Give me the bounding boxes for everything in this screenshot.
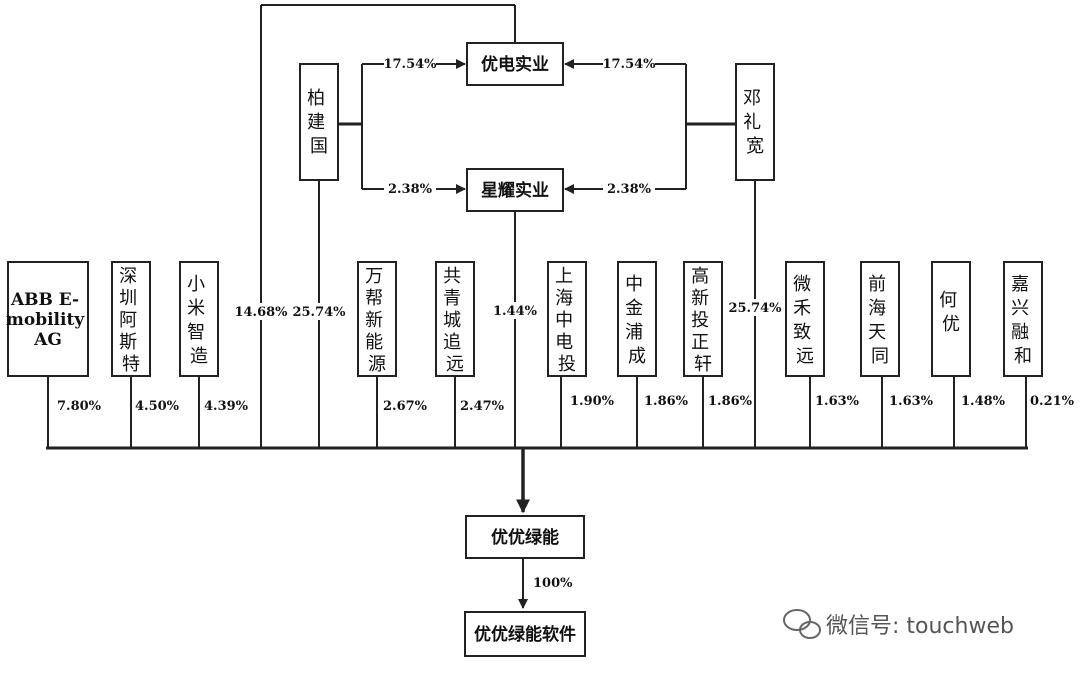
youdian-link-line xyxy=(260,4,516,448)
jiaxing-label: 嘉 兴 融 和 xyxy=(1011,274,1035,367)
wechat-icon xyxy=(783,609,821,639)
abb-pct: 7.80% xyxy=(57,399,102,414)
youdian-node: 优电实业 xyxy=(466,42,564,86)
weihe-label: 微 禾 致 远 xyxy=(793,274,817,367)
heyou-label: 何 优 xyxy=(939,290,963,335)
gaoxin-pct: 1.86% xyxy=(708,394,753,409)
deng-youdian-pct: 17.54% xyxy=(602,57,656,72)
deng-likuan-node: 邓 礼 宽 xyxy=(735,63,775,181)
shenzhen-node: 深 圳 阿 斯 特 xyxy=(111,261,151,377)
watermark-text: 微信号: touchweb xyxy=(826,614,1014,639)
gongqing-node: 共 青 城 追 远 xyxy=(435,261,475,377)
jiaxing-pct: 0.21% xyxy=(1030,394,1075,409)
zhongjin-pct: 1.86% xyxy=(644,394,689,409)
shanghai-label: 上 海 中 电 投 xyxy=(555,266,579,375)
bai-jianguo-label: 柏 建 国 xyxy=(307,88,331,157)
gongqing-label: 共 青 城 追 远 xyxy=(443,266,467,375)
wechat-watermark: 微信号: touchweb xyxy=(783,609,1014,639)
abb-label: ABB E- mobility AG xyxy=(6,290,90,350)
software-label: 优优绿能软件 xyxy=(474,624,576,645)
qianhai-node: 前 海 天 同 xyxy=(860,261,900,377)
abb-node: ABB E- mobility AG xyxy=(6,261,90,377)
bai-xingyao-pct: 2.38% xyxy=(388,182,433,197)
bai-youdian-pct: 17.54% xyxy=(383,57,437,72)
heyou-node: 何 优 xyxy=(931,261,971,377)
xiaomi-node: 小 米 智 造 xyxy=(179,261,219,377)
bai-jianguo-node: 柏 建 国 xyxy=(299,63,339,181)
software-node: 优优绿能软件 xyxy=(464,611,586,657)
shenzhen-pct: 4.50% xyxy=(135,399,180,414)
heyou-pct: 1.48% xyxy=(961,394,1006,409)
youdian-label: 优电实业 xyxy=(481,54,549,75)
youyou-label: 优优绿能 xyxy=(491,527,559,548)
deng-xingyao-pct: 2.38% xyxy=(607,182,652,197)
weihe-node: 微 禾 致 远 xyxy=(785,261,825,377)
bai-connectors xyxy=(338,59,466,194)
qianhai-pct: 1.63% xyxy=(889,394,934,409)
shanghai-pct: 1.90% xyxy=(570,394,615,409)
gongqing-pct: 2.47% xyxy=(460,399,505,414)
jiaxing-node: 嘉 兴 融 和 xyxy=(1003,261,1043,377)
bai-link-pct: 25.74% xyxy=(292,305,346,320)
weihe-pct: 1.63% xyxy=(815,394,860,409)
qianhai-label: 前 海 天 同 xyxy=(868,274,892,367)
youdian-link-pct: 14.68% xyxy=(234,305,288,320)
wanbang-label: 万 帮 新 能 源 xyxy=(365,266,389,375)
deng-link-pct: 25.74% xyxy=(728,301,782,316)
xingyao-link-pct: 1.44% xyxy=(493,304,538,319)
shenzhen-label: 深 圳 阿 斯 特 xyxy=(119,266,143,375)
wanbang-pct: 2.67% xyxy=(383,399,428,414)
shanghai-node: 上 海 中 电 投 xyxy=(547,261,587,377)
xiaomi-label: 小 米 智 造 xyxy=(187,274,211,367)
xingyao-node: 星耀实业 xyxy=(466,168,564,212)
youyou-node: 优优绿能 xyxy=(465,515,585,559)
gaoxin-label: 高 新 投 正 轩 xyxy=(691,266,715,375)
deng-connectors xyxy=(564,59,736,194)
shareholder-drop-lines xyxy=(47,376,1027,448)
xiaomi-pct: 4.39% xyxy=(204,399,249,414)
gaoxin-node: 高 新 投 正 轩 xyxy=(683,261,723,377)
xingyao-label: 星耀实业 xyxy=(481,180,549,201)
zhongjin-label: 中 金 浦 成 xyxy=(625,274,649,367)
zhongjin-node: 中 金 浦 成 xyxy=(617,261,657,377)
deng-likuan-label: 邓 礼 宽 xyxy=(743,88,767,157)
wanbang-node: 万 帮 新 能 源 xyxy=(357,261,397,377)
software-pct: 100% xyxy=(533,576,573,591)
